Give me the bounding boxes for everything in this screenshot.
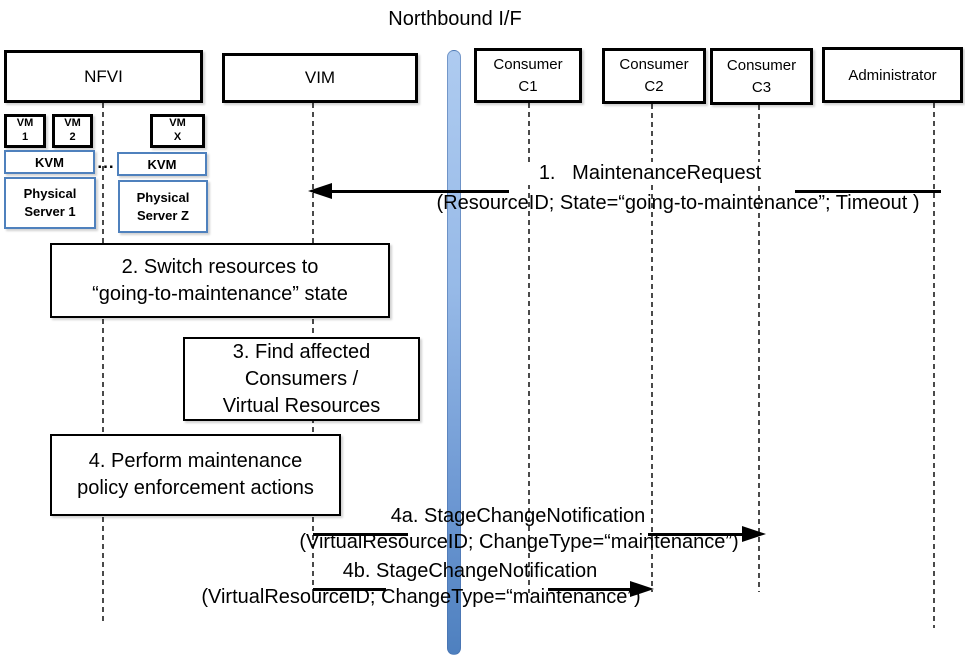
step-2-line2: “going-to-maintenance” state bbox=[92, 282, 348, 305]
actor-consumer-c2: Consumer C2 bbox=[602, 48, 706, 104]
physical-server-z-box: Physical Server Z bbox=[118, 180, 208, 233]
actor-nfvi-label: NFVI bbox=[84, 66, 123, 86]
message-1-params: (ResourceID; State=“going-to-maintenance… bbox=[436, 192, 920, 214]
actor-consumer-c1: Consumer C1 bbox=[474, 48, 582, 103]
physical-server-1-line2: Server 1 bbox=[24, 204, 76, 219]
lifeline-nfvi bbox=[102, 103, 104, 623]
actor-consumer-c1-line2: C1 bbox=[518, 77, 538, 95]
actor-nfvi: NFVI bbox=[4, 50, 203, 103]
actor-consumer-c3-line2: C3 bbox=[751, 78, 772, 96]
kvm-left-label: KVM bbox=[35, 154, 64, 170]
message-4b-title: 4b. StageChangeNotification bbox=[342, 560, 598, 582]
actor-administrator: Administrator bbox=[822, 47, 963, 103]
step-4-line2: policy enforcement actions bbox=[77, 477, 314, 499]
message-4a-params: (VirtualResourceID; ChangeType=“maintena… bbox=[299, 531, 739, 553]
message-1-line-left bbox=[313, 190, 509, 193]
arrowhead-right-icon bbox=[630, 581, 654, 597]
vm-2-label-line1: VM bbox=[64, 117, 81, 130]
diagram-title: Northbound I/F bbox=[388, 8, 522, 30]
kvm-left-box: KVM bbox=[4, 150, 95, 174]
lifeline-consumer-c3 bbox=[758, 105, 760, 592]
message-1-title: 1. MaintenanceRequest bbox=[505, 162, 795, 185]
kvm-right-label: KVM bbox=[147, 156, 177, 172]
message-4b-line-right bbox=[548, 588, 632, 591]
arrowhead-right-icon bbox=[742, 526, 766, 542]
step-3-line2: Consumers / bbox=[244, 367, 359, 390]
vm-2-label-line2: 2 bbox=[69, 131, 76, 143]
message-4b-line-left bbox=[313, 588, 386, 591]
vm-2-box: VM 2 bbox=[52, 114, 93, 148]
northbound-interface-bar bbox=[447, 50, 461, 655]
message-4a-title: 4a. StageChangeNotification bbox=[390, 505, 646, 527]
actor-administrator-label: Administrator bbox=[848, 66, 937, 84]
actor-vim: VIM bbox=[222, 53, 418, 103]
step-2-line1: 2. Switch resources to bbox=[121, 255, 319, 278]
vm-1-label-line2: 1 bbox=[21, 131, 29, 143]
lifeline-consumer-c1 bbox=[528, 103, 530, 593]
vm-x-box: VM X bbox=[150, 114, 205, 148]
vm-x-label-line1: VM bbox=[169, 117, 186, 130]
message-4a-line-right bbox=[648, 533, 745, 536]
kvm-right-box: KVM bbox=[117, 152, 207, 176]
lifeline-consumer-c2 bbox=[651, 104, 653, 592]
arrowhead-left-icon bbox=[308, 183, 332, 199]
step-4-box: 4. Perform maintenance policy enforcemen… bbox=[50, 434, 341, 516]
actor-consumer-c2-line1: Consumer bbox=[619, 56, 689, 74]
actor-consumer-c1-line1: Consumer bbox=[493, 55, 563, 73]
message-4b-params: (VirtualResourceID; ChangeType=“maintena… bbox=[201, 586, 641, 608]
actor-vim-label: VIM bbox=[304, 68, 336, 87]
vm-1-box: VM 1 bbox=[4, 114, 46, 148]
physical-server-1-box: Physical Server 1 bbox=[4, 177, 96, 229]
message-4a-line-left bbox=[313, 533, 408, 536]
actor-consumer-c2-line2: C2 bbox=[644, 78, 664, 95]
physical-server-z-line2: Server Z bbox=[136, 207, 190, 223]
step-4-line1: 4. Perform maintenance bbox=[88, 450, 303, 472]
step-2-box: 2. Switch resources to “going-to-mainten… bbox=[50, 243, 390, 318]
actor-consumer-c3-line1: Consumer bbox=[726, 56, 797, 74]
physical-server-1-line1: Physical bbox=[23, 186, 77, 202]
physical-server-z-line1: Physical bbox=[136, 189, 190, 205]
step-3-box: 3. Find affected Consumers / Virtual Res… bbox=[183, 337, 420, 421]
vm-x-label-line2: X bbox=[173, 131, 182, 143]
vm-1-label-line1: VM bbox=[16, 117, 34, 130]
step-3-line1: 3. Find affected bbox=[232, 340, 371, 363]
actor-consumer-c3: Consumer C3 bbox=[710, 48, 813, 105]
step-3-line3: Virtual Resources bbox=[222, 394, 381, 417]
message-1-line-right bbox=[795, 190, 941, 193]
lifeline-administrator bbox=[933, 103, 935, 628]
ellipsis-dots: ... bbox=[97, 153, 115, 172]
